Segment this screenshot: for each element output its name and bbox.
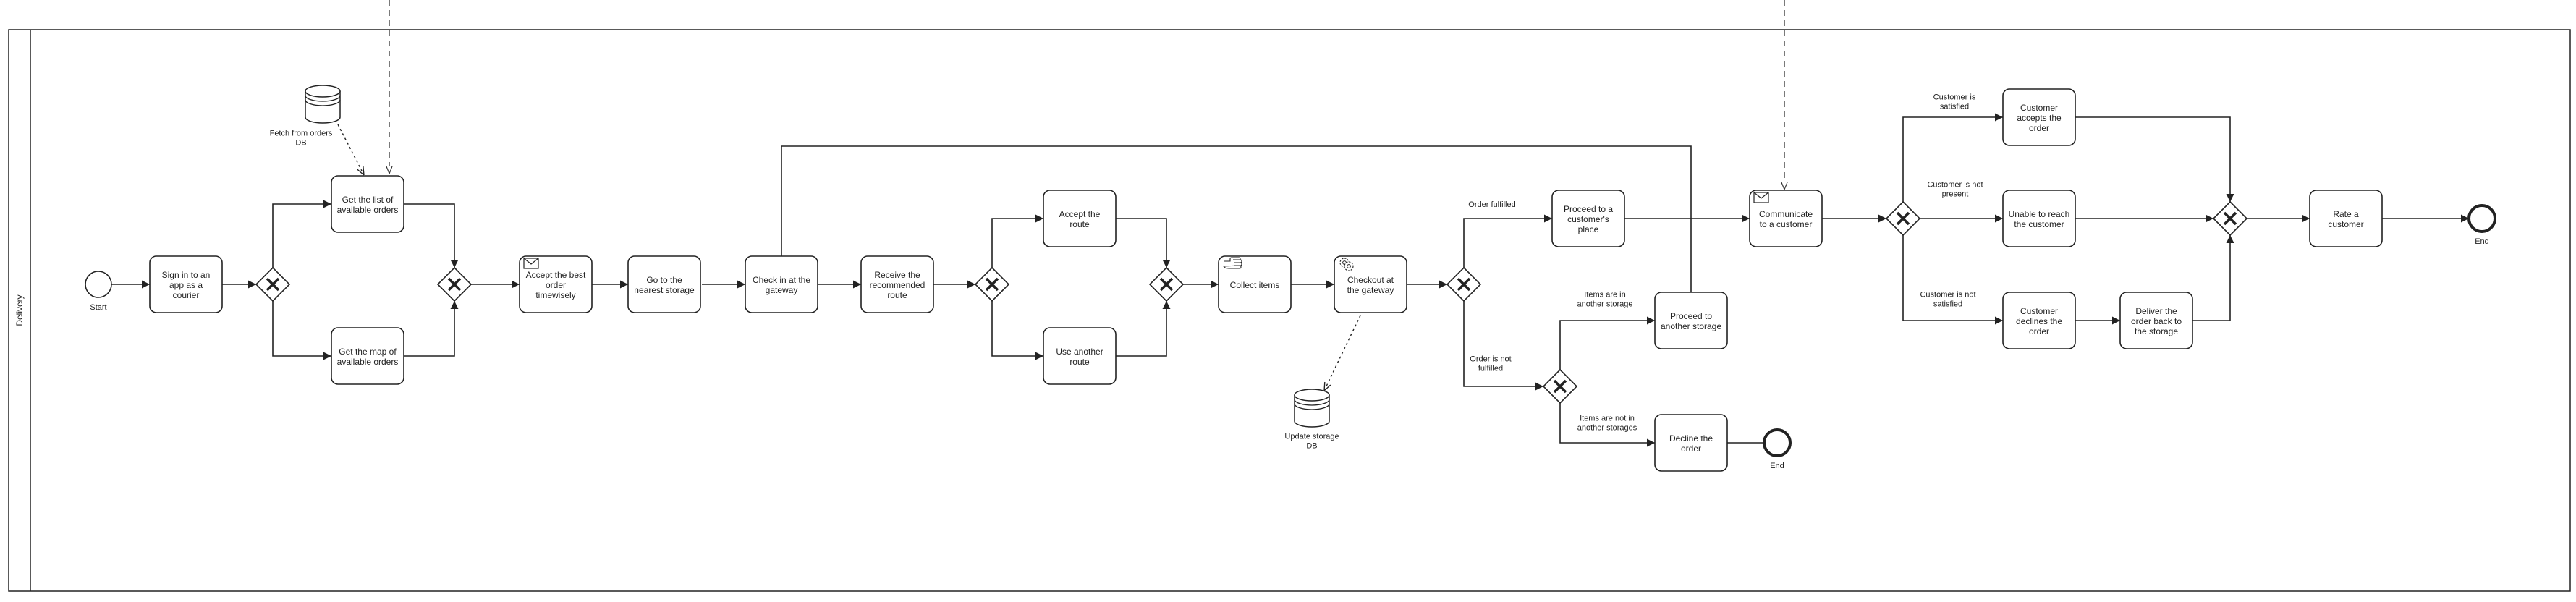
sequence-flows (111, 113, 2469, 447)
gear-icon (1339, 258, 1354, 271)
task-label: Collect items (1230, 280, 1280, 290)
incoming-message-flows (389, 0, 1784, 190)
pool (8, 29, 2571, 592)
end-event-decline-label: End (1770, 462, 1784, 470)
envelope-icon (523, 258, 539, 269)
gateways (255, 200, 2248, 404)
exclusive-gateway-x-icon (447, 277, 462, 292)
exclusive-gateway-x-icon (266, 277, 280, 292)
end-event-decline (1763, 428, 1792, 457)
gateway-route (974, 266, 1010, 302)
gateway-join-orders (436, 266, 473, 302)
lane-label: Delivery (14, 294, 25, 326)
envelope-icon (1753, 192, 1769, 203)
exclusive-gateway-x-icon (1896, 211, 1910, 226)
end-event-main (2467, 204, 2496, 233)
task-collect-items[interactable]: Collect items (1218, 255, 1292, 313)
gateway-customer-response (1885, 200, 1921, 237)
start-event-label: Start (90, 303, 106, 312)
data-associations (337, 124, 1361, 391)
gateway-join-customer (2212, 200, 2248, 237)
gateway-items-storage (1542, 368, 1578, 404)
exclusive-gateway-x-icon (2223, 211, 2237, 226)
exclusive-gateway-x-icon (1553, 379, 1567, 394)
flow-label-order-fulfilled: Order fulfilled (1468, 200, 1515, 209)
end-event-main-label: End (2475, 237, 2489, 246)
gateway-order-fulfilled (1446, 266, 1482, 302)
data-store-icon (305, 85, 341, 124)
exclusive-gateway-x-icon (1159, 277, 1174, 292)
exclusive-gateway-x-icon (985, 277, 999, 292)
data-store-icon (1294, 389, 1330, 428)
gateway-join-route (1148, 266, 1185, 302)
gateway-after-signin (255, 266, 291, 302)
start-event (85, 271, 112, 298)
hand-icon (1223, 257, 1242, 269)
exclusive-gateway-x-icon (1457, 277, 1471, 292)
